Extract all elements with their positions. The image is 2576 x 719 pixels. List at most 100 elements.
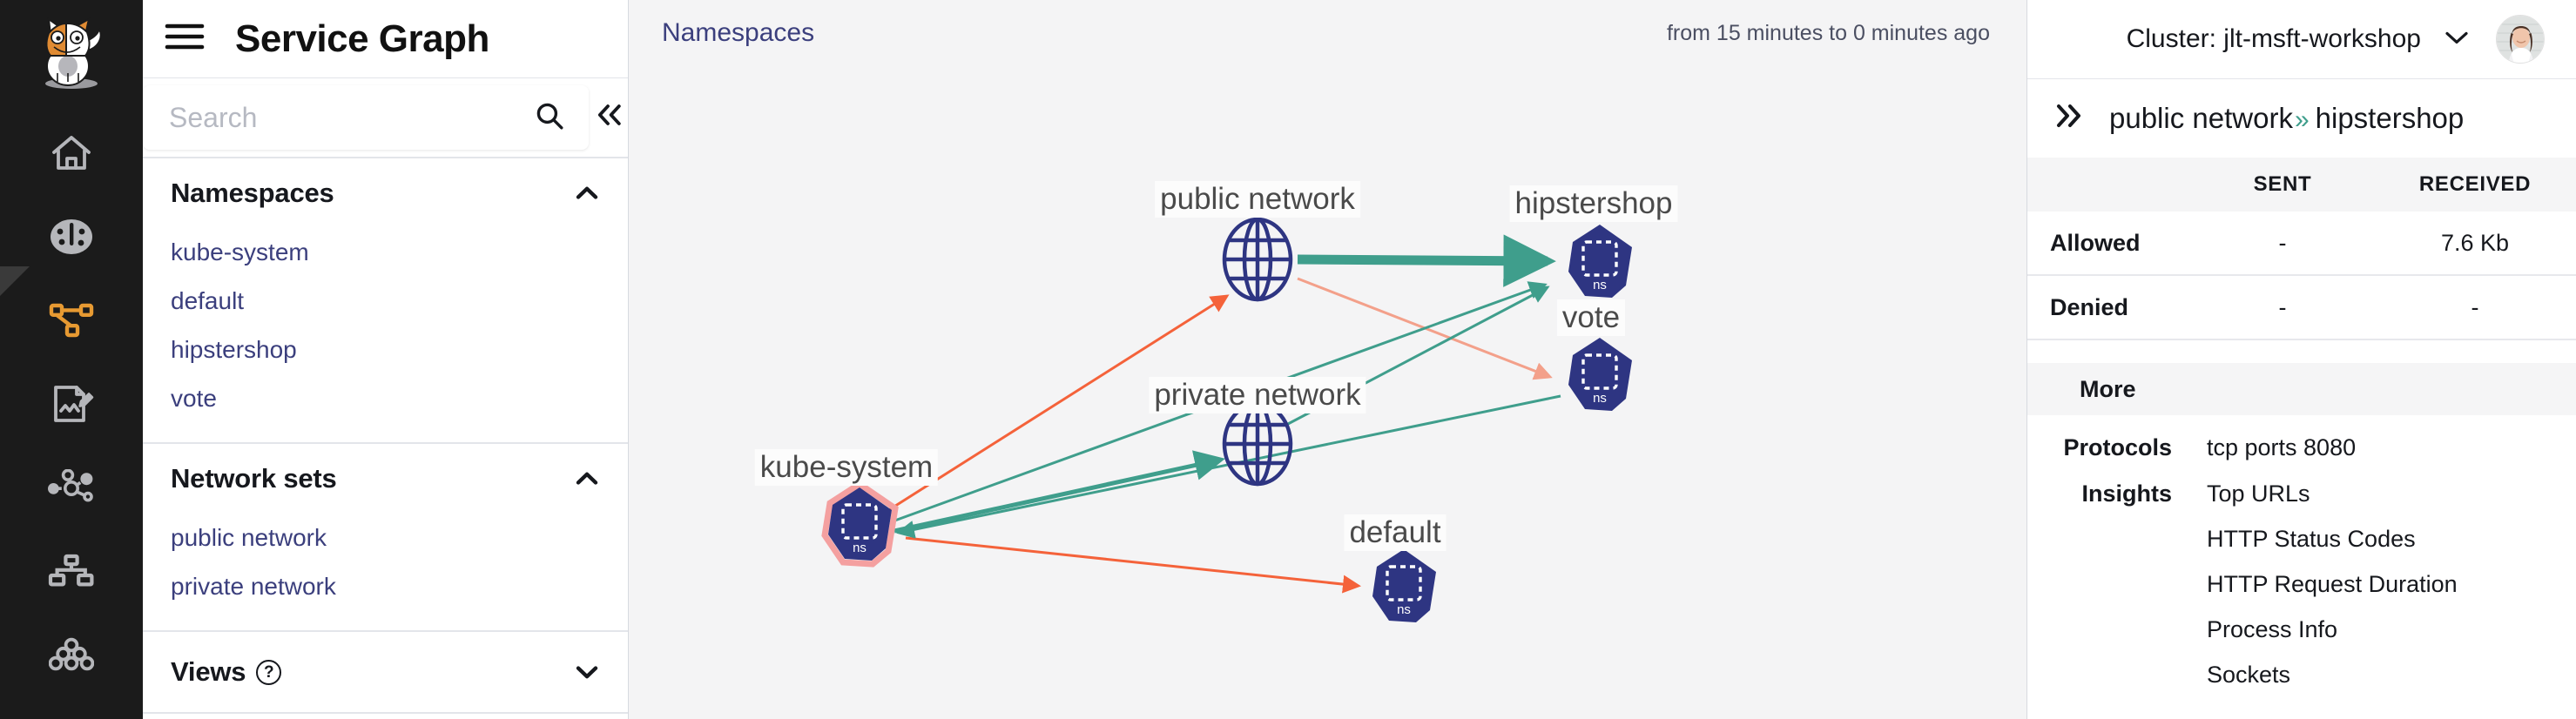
time-range-label[interactable]: from 15 minutes to 0 minutes ago bbox=[1666, 20, 1990, 45]
section-title: Views bbox=[171, 656, 246, 687]
chevron-down-icon[interactable] bbox=[572, 657, 602, 687]
details-title-row: public network » hipstershop bbox=[2027, 79, 2576, 158]
help-icon[interactable]: ? bbox=[256, 659, 282, 685]
sidebar-item-service-graph[interactable] bbox=[0, 266, 143, 362]
more-section-header[interactable]: More bbox=[2027, 363, 2576, 415]
table-header-row: SENT RECEIVED bbox=[2027, 158, 2576, 212]
graph-edges bbox=[889, 234, 1561, 594]
sidebar-section-views: Views ? bbox=[143, 632, 628, 714]
sidebar-item-policies[interactable] bbox=[0, 362, 143, 446]
row-label-denied: Denied bbox=[2050, 293, 2129, 320]
chevron-down-icon[interactable] bbox=[2444, 24, 2470, 54]
sidebar-item-dashboard[interactable] bbox=[0, 195, 143, 279]
node-label-vote[interactable]: vote bbox=[1556, 299, 1626, 336]
sidebar-item-public-network[interactable]: public network bbox=[171, 524, 327, 551]
cluster-label: Cluster: jlt-msft-workshop bbox=[2126, 24, 2421, 53]
sidebar-collapse-button[interactable] bbox=[589, 77, 628, 158]
network-nodes-icon bbox=[48, 469, 95, 506]
search-box[interactable] bbox=[143, 85, 589, 150]
node-label-default[interactable]: default bbox=[1344, 514, 1446, 551]
details-source: public network bbox=[2109, 102, 2293, 134]
node-hipstershop[interactable]: ns bbox=[1568, 225, 1632, 298]
node-public-network[interactable] bbox=[1222, 217, 1293, 302]
row-label-allowed: Allowed bbox=[2050, 229, 2141, 256]
home-icon bbox=[49, 132, 94, 174]
table-header-sent: SENT bbox=[2253, 172, 2312, 196]
section-title: Namespaces bbox=[171, 178, 334, 208]
section-header-network-sets[interactable]: Network sets bbox=[143, 444, 628, 514]
insight-http-status-codes[interactable]: HTTP Status Codes bbox=[2207, 526, 2416, 552]
section-header-namespaces[interactable]: Namespaces bbox=[143, 158, 628, 228]
sidebar-item-clusters[interactable] bbox=[0, 613, 143, 696]
insight-sockets[interactable]: Sockets bbox=[2207, 662, 2291, 688]
page-title: Service Graph bbox=[235, 17, 489, 60]
graph-nodes: ns ns ns ns bbox=[821, 217, 1632, 622]
node-label-kube-system[interactable]: kube-system bbox=[754, 449, 939, 486]
insight-process-info[interactable]: Process Info bbox=[2207, 616, 2338, 642]
service-graph-icon bbox=[48, 302, 95, 339]
icon-rail bbox=[0, 0, 143, 719]
avatar[interactable] bbox=[2496, 15, 2545, 64]
cluster-selector[interactable]: Cluster: jlt-msft-workshop bbox=[2127, 24, 2470, 54]
sidebar-item-hipstershop[interactable]: hipstershop bbox=[171, 336, 297, 363]
hamburger-icon[interactable] bbox=[164, 22, 206, 56]
sidebar-item-private-network[interactable]: private network bbox=[171, 573, 336, 600]
chevron-up-icon[interactable] bbox=[572, 464, 602, 494]
search-input[interactable] bbox=[169, 101, 535, 134]
node-label-hipstershop[interactable]: hipstershop bbox=[1509, 185, 1678, 222]
insights-list: Top URLs HTTP Status Codes HTTP Request … bbox=[2191, 480, 2576, 707]
insights-row: Insights Top URLs HTTP Status Codes HTTP… bbox=[2027, 461, 2576, 707]
chevron-up-icon[interactable] bbox=[572, 178, 602, 208]
node-default[interactable]: ns bbox=[1372, 549, 1436, 622]
cat-logo[interactable] bbox=[31, 12, 111, 92]
section-title: Network sets bbox=[171, 463, 337, 494]
search-icon[interactable] bbox=[535, 101, 564, 135]
sidebar-item-vote[interactable]: vote bbox=[171, 385, 217, 412]
sidebar-item-nodes[interactable] bbox=[0, 446, 143, 529]
svg-text:ns: ns bbox=[1593, 278, 1607, 292]
breadcrumb[interactable]: Namespaces bbox=[662, 18, 815, 47]
chevron-double-left-icon bbox=[592, 101, 625, 135]
sidebar-item-hierarchy[interactable] bbox=[0, 529, 143, 613]
chevron-double-right-icon-small: » bbox=[2294, 105, 2310, 134]
svg-text:ns: ns bbox=[1593, 391, 1607, 406]
sidebar-section-namespaces: Namespaces kube-system default hipstersh… bbox=[143, 158, 628, 444]
node-private-network[interactable] bbox=[1222, 401, 1293, 487]
node-kube-system[interactable]: ns bbox=[821, 480, 899, 568]
table-row: Denied - - bbox=[2027, 276, 2576, 340]
row-denied-sent: - bbox=[2278, 293, 2287, 320]
insight-http-request-duration[interactable]: HTTP Request Duration bbox=[2207, 571, 2458, 597]
cluster-circles-icon bbox=[49, 637, 94, 672]
section-header-layers[interactable]: Layers ? bbox=[143, 714, 628, 719]
protocols-label: Protocols bbox=[2063, 434, 2172, 460]
chevron-double-right-icon[interactable] bbox=[2050, 101, 2085, 137]
protocols-row: Protocols tcp ports 8080 bbox=[2027, 415, 2576, 461]
hierarchy-icon bbox=[48, 554, 95, 588]
node-label-public-network[interactable]: public network bbox=[1155, 181, 1360, 218]
sidebar-item-home[interactable] bbox=[0, 111, 143, 195]
details-target: hipstershop bbox=[2315, 102, 2465, 134]
sidebar-item-default[interactable]: default bbox=[171, 287, 245, 314]
edge-public-network-to-hipstershop[interactable] bbox=[1297, 234, 1556, 287]
insight-top-urls[interactable]: Top URLs bbox=[2207, 480, 2310, 507]
row-denied-received: - bbox=[2471, 293, 2479, 320]
sidebar-section-network-sets: Network sets public network private netw… bbox=[143, 444, 628, 632]
edge-kube-system-to-private-network[interactable] bbox=[894, 450, 1225, 534]
sidebar-section-layers: Layers ? bbox=[143, 714, 628, 719]
graph-svg[interactable]: ns ns ns ns bbox=[629, 0, 2026, 719]
service-graph-canvas-area[interactable]: Namespaces from 15 minutes to 0 minutes … bbox=[629, 0, 2026, 719]
edge-kube-system-to-public-network[interactable] bbox=[889, 294, 1230, 511]
edge-kube-system-to-default[interactable] bbox=[905, 536, 1361, 594]
details-panel: Cluster: jlt-msft-workshop bbox=[2026, 0, 2576, 719]
svg-text:ns: ns bbox=[1397, 602, 1411, 617]
app-title-bar-left: Service Graph bbox=[143, 0, 628, 78]
node-vote[interactable]: ns bbox=[1568, 338, 1632, 411]
node-label-private-network[interactable]: private network bbox=[1149, 377, 1366, 413]
details-body: public network » hipstershop SENT RECEIV… bbox=[2027, 78, 2576, 719]
section-header-views[interactable]: Views ? bbox=[143, 632, 628, 712]
sidebar-item-kube-system[interactable]: kube-system bbox=[171, 239, 309, 265]
sidebar-search-row bbox=[143, 78, 628, 158]
details-title: public network » hipstershop bbox=[2109, 102, 2464, 135]
insights-label: Insights bbox=[2081, 480, 2172, 507]
